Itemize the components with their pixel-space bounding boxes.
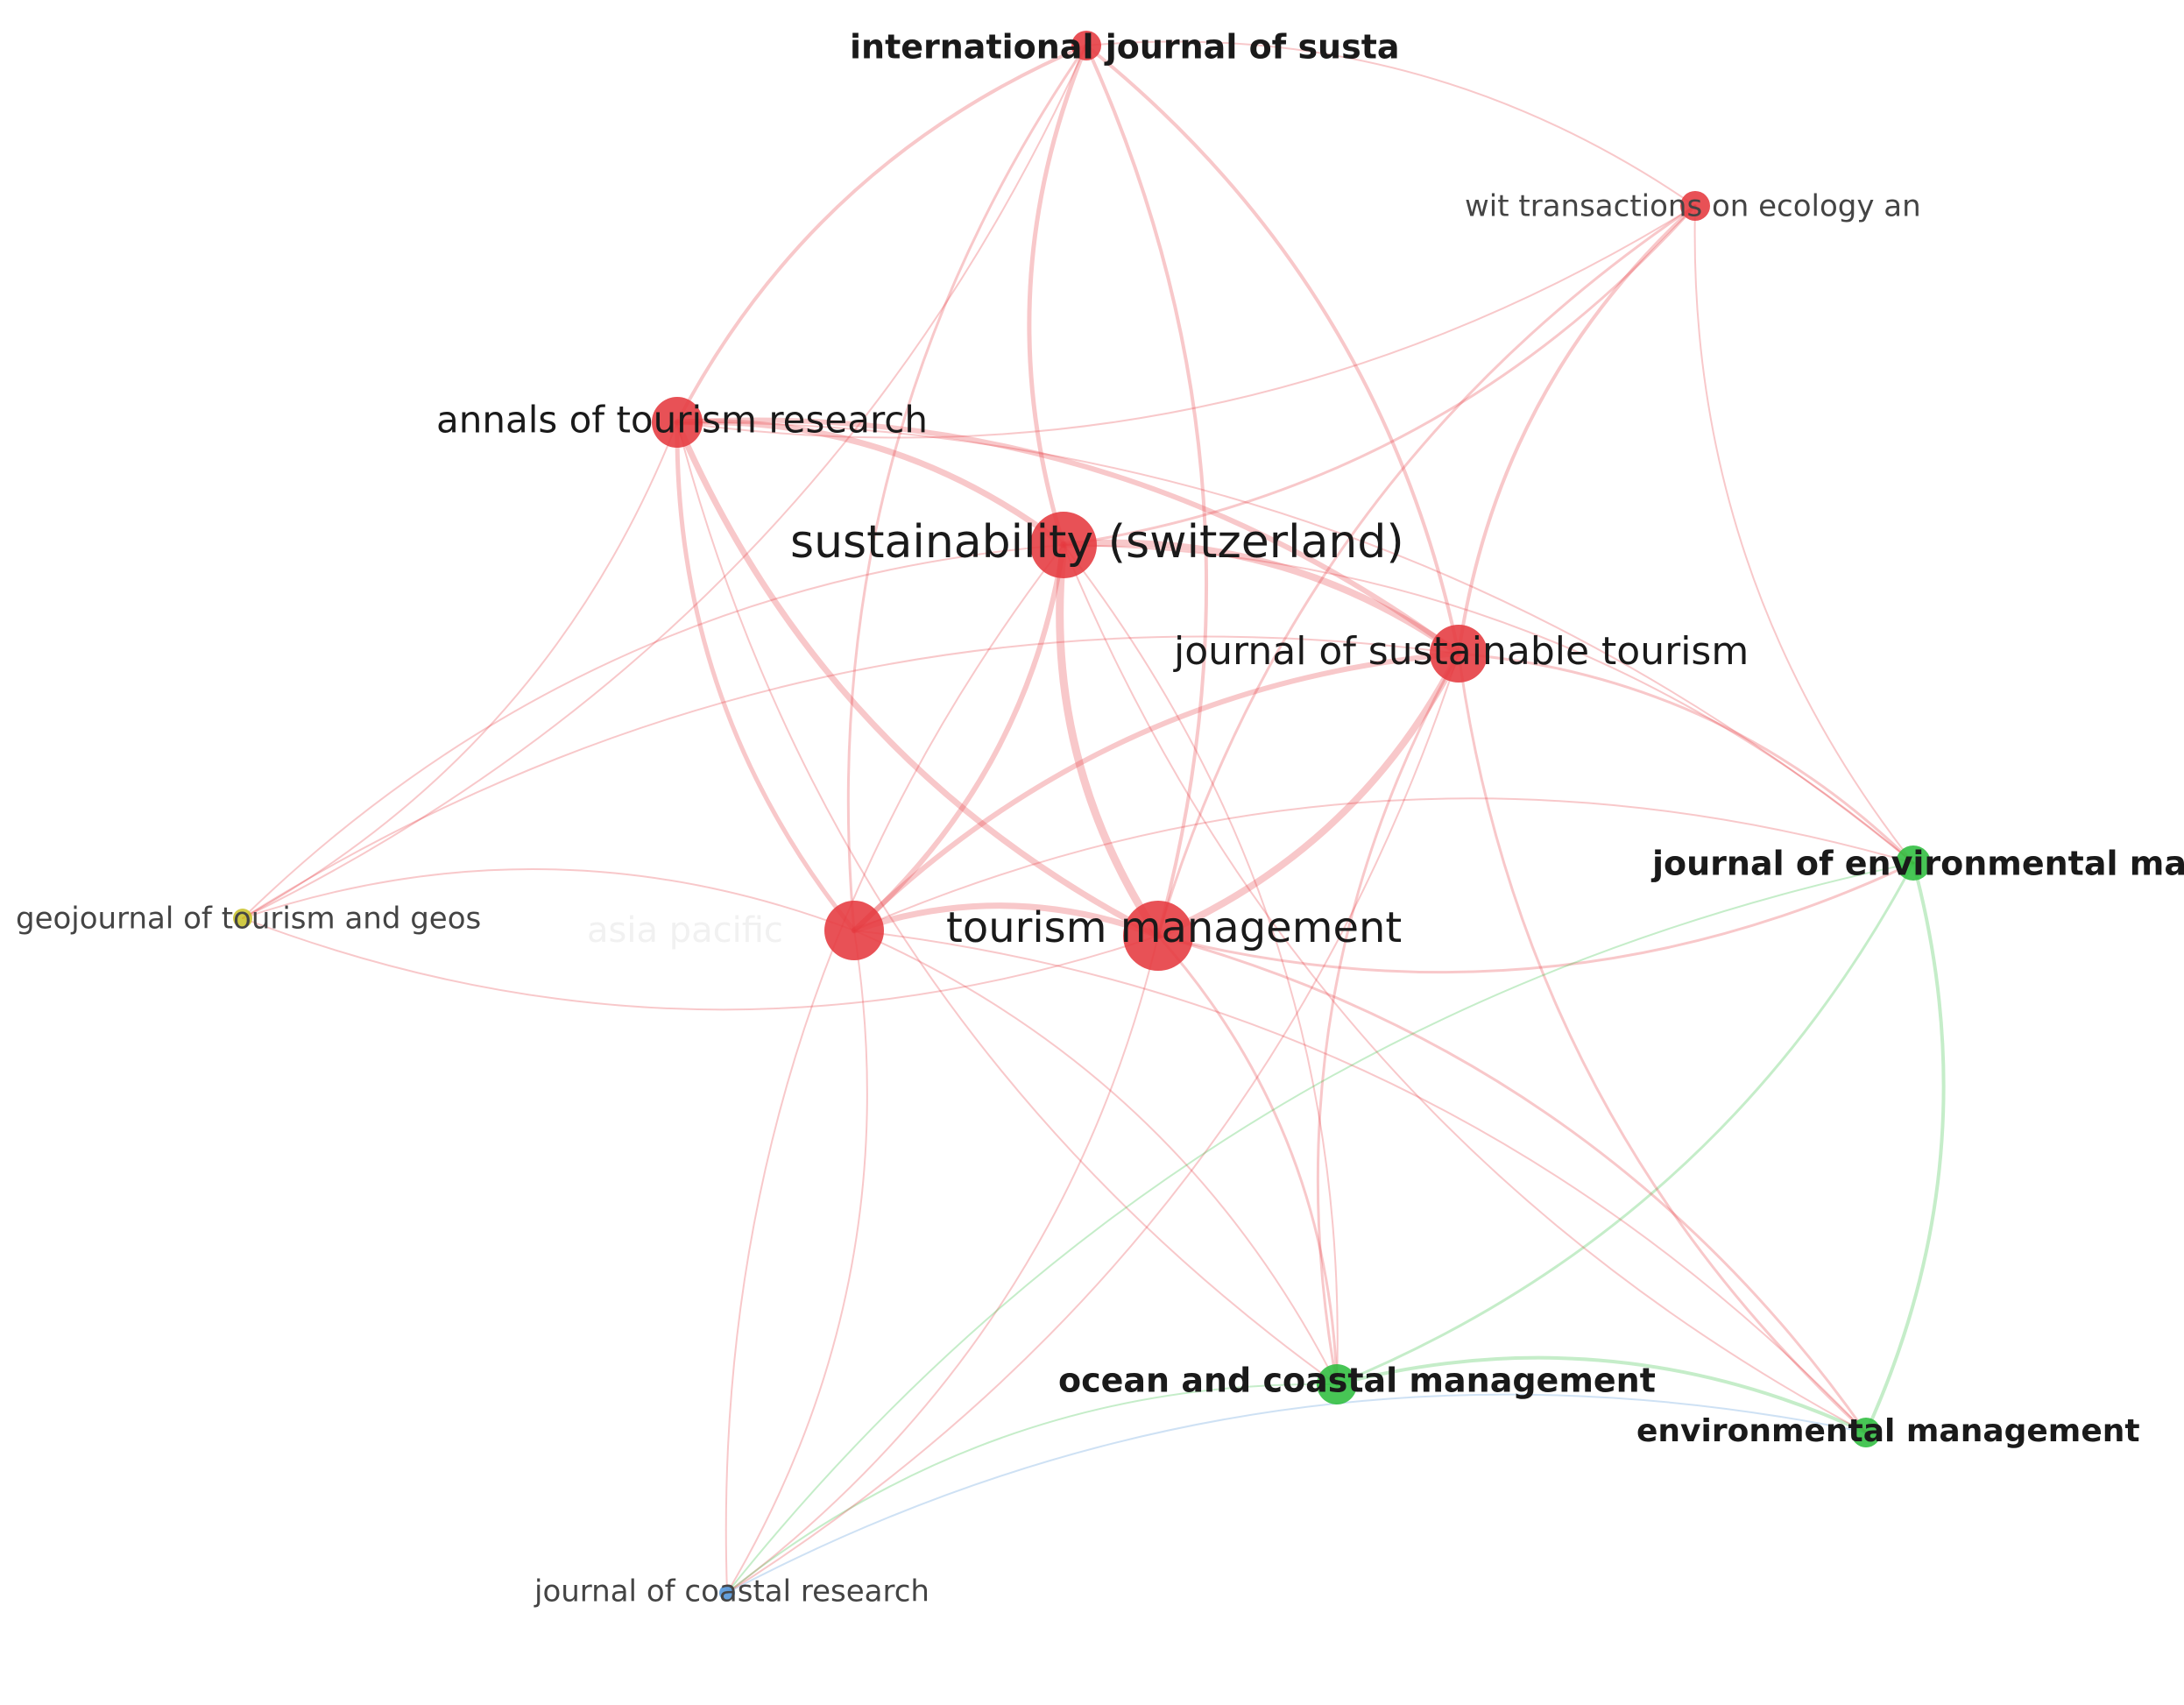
link-annals-asia-pacific	[675, 420, 857, 933]
node-ocean-and-coastal-management[interactable]	[1317, 1364, 1357, 1404]
link-jem-em	[1864, 861, 1946, 1434]
link-ocm-asia-pacific	[853, 930, 1338, 1385]
node-journal-of-coastal-research[interactable]	[719, 1585, 735, 1601]
link-jem-jst	[1457, 652, 1915, 865]
node-sustainability[interactable]	[1030, 512, 1097, 578]
node-tourism-management[interactable]	[1123, 901, 1193, 971]
link-tourism-management-annals	[674, 419, 1162, 939]
link-wit-jst	[1457, 204, 1697, 655]
link-jem-annals	[676, 421, 1914, 864]
link-em-sustainability	[1063, 544, 1867, 1433]
link-sustainability-annals	[674, 418, 1067, 548]
link-sustainability-tourism-management	[1056, 541, 1163, 940]
link-wit-annals	[676, 205, 1696, 439]
label-journal-of-sustainable-tourism: journal of sustainable tourism	[1173, 629, 1749, 674]
link-geojournal-ijst	[242, 45, 1087, 919]
link-ijst-sustainability	[1027, 43, 1089, 548]
link-ijst-annals	[675, 44, 1088, 424]
link-jcr-ocm	[726, 1383, 1338, 1594]
node-geojournal-of-tourism[interactable]	[233, 909, 252, 928]
link-geojournal-sustainability	[242, 544, 1064, 919]
link-jcr-tourism-management	[726, 935, 1159, 1594]
label-annals-of-tourism-research: annals of tourism research	[436, 399, 928, 442]
link-layer	[242, 40, 1946, 1594]
link-geojournal-annals	[242, 421, 678, 919]
link-em-jst	[1457, 652, 1868, 1434]
node-journal-of-environmental-manag[interactable]	[1896, 845, 1931, 881]
link-annals-jst	[675, 417, 1461, 656]
link-ijst-asia-pacific	[846, 44, 1088, 932]
link-sustainability-asia-pacific	[852, 542, 1066, 933]
node-annals-of-tourism-research[interactable]	[652, 397, 703, 448]
link-em-tourism-management	[1156, 934, 1868, 1434]
link-geojournal-asia-pacific	[242, 868, 855, 931]
label-layer: asia pacific wit transactions on ecology…	[16, 28, 2184, 1609]
link-wit-tourism-management	[1156, 204, 1697, 937]
label-environmental-management: environmental management	[1636, 1413, 2140, 1449]
link-ocm-annals	[676, 421, 1338, 1385]
link-jem-tourism-management	[1156, 861, 1915, 974]
link-wit-sustainability	[1062, 204, 1697, 547]
label-journal-of-coastal-research: journal of coastal research	[534, 1574, 929, 1609]
link-geojournal-jst	[242, 635, 1460, 919]
link-jcr-asia-pacific	[726, 930, 868, 1594]
link-ocm-sustainability	[1063, 544, 1339, 1385]
link-ocm-tourism-management	[1156, 934, 1339, 1386]
link-em-asia-pacific	[853, 930, 1867, 1433]
link-jst-asia-pacific	[852, 651, 1461, 933]
link-jcr-sustainability	[724, 544, 1064, 1594]
link-ijst-jst	[1085, 44, 1460, 655]
link-em-jcr	[726, 1393, 1867, 1594]
link-ocm-jst	[1316, 652, 1460, 1386]
label-international-journal: international journal of susta	[850, 28, 1400, 67]
label-sustainability: sustainability (switzerland)	[790, 516, 1404, 569]
link-tourism-management-asia-pacific	[851, 902, 1162, 939]
link-geojournal-tourism-management	[242, 917, 1159, 1011]
node-layer	[233, 31, 1931, 1601]
node-journal-of-sustainable-tourism[interactable]	[1430, 625, 1488, 683]
label-tourism-management: tourism management	[946, 903, 1402, 952]
link-tourism-management-jst	[1155, 650, 1462, 939]
label-ocean-and-coastal-management: ocean and coastal management	[1058, 1362, 1656, 1400]
link-jem-sustainability	[1063, 544, 1914, 864]
link-jcr-jem	[726, 862, 1914, 1594]
label-asia-pacific: asia pacific	[587, 910, 783, 951]
link-jcr-jst	[726, 653, 1460, 1594]
link-jem-ocm	[1335, 861, 1915, 1386]
link-ijst-wit	[1085, 40, 1696, 207]
link-jem-asia-pacific	[853, 797, 1914, 931]
link-sustainability-jst	[1060, 539, 1462, 657]
node-international-journal-of-susta[interactable]	[1071, 31, 1101, 60]
link-ocm-em	[1335, 1355, 1868, 1434]
node-wit-transactions-on-ecology[interactable]	[1680, 191, 1710, 221]
link-ijst-tourism-management	[1085, 44, 1209, 937]
label-wit-transactions: wit transactions on ecology an	[1465, 189, 1921, 224]
label-geojournal: geojournal of tourism and geos	[16, 902, 481, 937]
link-jem-wit	[1693, 205, 1914, 864]
label-journal-of-environmental-manag: journal of environmental manag	[1650, 845, 2184, 883]
node-environmental-management[interactable]	[1851, 1418, 1881, 1447]
node-asia-pacific[interactable]	[824, 901, 884, 960]
